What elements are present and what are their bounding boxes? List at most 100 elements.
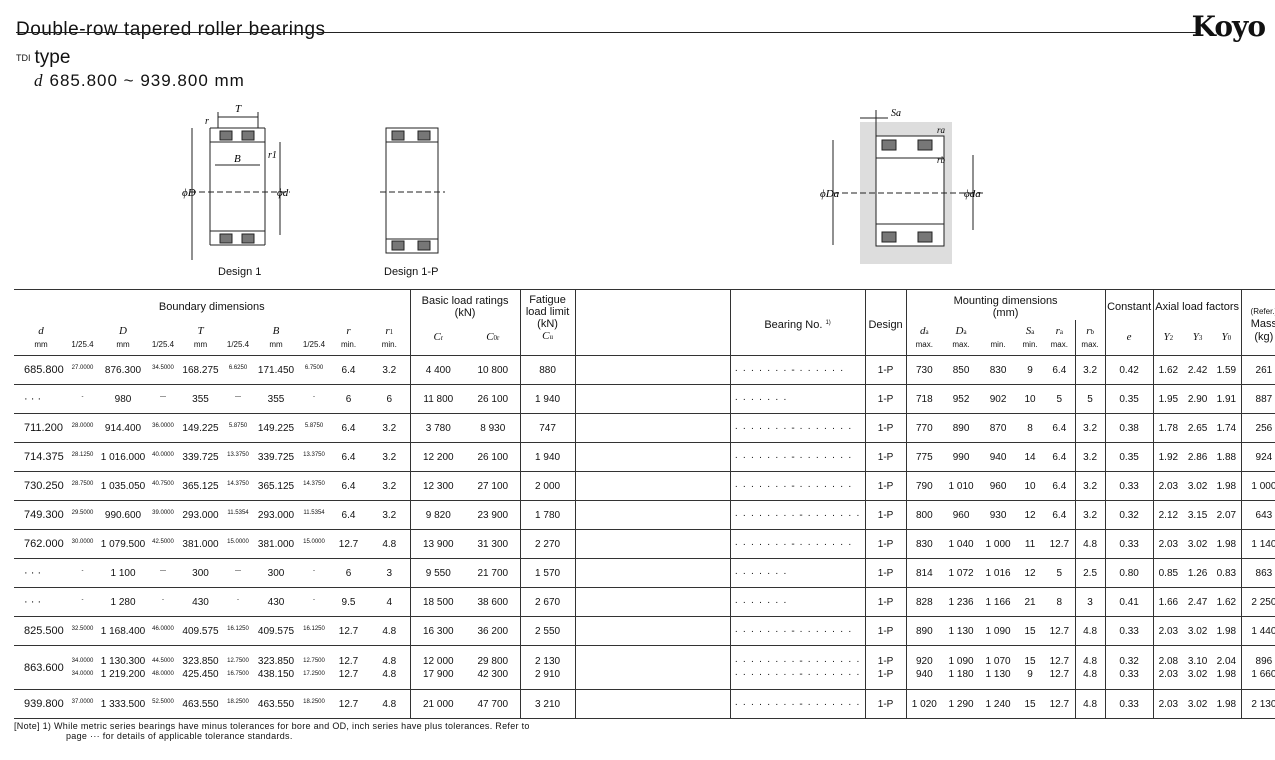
table-cell: 8 930 xyxy=(466,413,521,443)
sym-d: ϕd xyxy=(277,187,289,199)
table-cell-inch: — xyxy=(224,558,252,588)
table-cell: 3.2 xyxy=(1074,413,1106,443)
table-cell: 814 xyxy=(905,558,943,588)
table-cell: 1 016 xyxy=(980,558,1017,588)
table-cell: 27 100 xyxy=(466,471,521,501)
table-cell: 256 xyxy=(1240,413,1275,443)
table-cell: 0.32 xyxy=(1104,500,1154,530)
table-cell-bearing-no: · · · · · · · · - · · · · · · · ·· · · ·… xyxy=(729,645,866,690)
table-cell: 1 035.050 xyxy=(97,471,149,501)
table-cell: 13 900 xyxy=(409,529,467,559)
table-cell-bearing-no: · · · · · · · · - · · · · · · · · xyxy=(729,500,866,530)
table-cell: 409.575 xyxy=(177,616,224,646)
col-e: e xyxy=(1104,319,1154,356)
col-Y0: Y0 xyxy=(1221,331,1232,344)
table-cell-inch: — xyxy=(224,384,252,414)
table-cell: 1 079.500 xyxy=(97,529,149,559)
table-cell: 381.000 xyxy=(177,529,224,559)
table-cell: 10 800 xyxy=(466,355,521,385)
table-cell: 1.98 xyxy=(1212,529,1242,559)
table-cell: 463.550 xyxy=(177,689,224,719)
basic-load-header: Basic load ratings(kN) xyxy=(409,289,521,320)
table-cell-inch: 32.5000 xyxy=(68,616,97,646)
mass-label: Mass xyxy=(1250,318,1275,330)
table-cell: 4.8 xyxy=(1074,616,1106,646)
bearing-no-label: Bearing No. xyxy=(764,318,823,331)
table-cell: 9 820 xyxy=(409,500,467,530)
type-prefix: TDI xyxy=(16,53,31,63)
table-cell: 12.7 xyxy=(328,616,369,646)
table-cell: 863 xyxy=(1240,558,1275,588)
table-cell: 168.275 xyxy=(177,355,224,385)
table-cell: 4.8 xyxy=(1074,689,1106,719)
sym-ra: ra xyxy=(937,125,946,135)
table-cell: 2.03 xyxy=(1152,529,1184,559)
table-cell: 3.2 xyxy=(1074,471,1106,501)
table-cell: 1.66 xyxy=(1152,587,1184,617)
table-cell: 2.5 xyxy=(1074,558,1106,588)
design1-drawing: T r r1 B ϕD ϕd xyxy=(182,103,290,260)
table-cell: 1 780 xyxy=(519,500,576,530)
sym-r1: r1 xyxy=(268,150,277,161)
table-cell-d: · · · xyxy=(14,587,68,617)
table-cell-inch: - xyxy=(300,384,328,414)
table-cell: 890 xyxy=(942,413,981,443)
table-cell: 0.35 xyxy=(1104,442,1154,472)
table-cell: 2 250 xyxy=(1240,587,1275,617)
axial-header: Axial load factors xyxy=(1152,289,1242,320)
table-cell: 0.42 xyxy=(1104,355,1154,385)
table-cell: 6.4 xyxy=(328,471,369,501)
table-cell: 1.26 xyxy=(1183,558,1213,588)
table-cell-inch: 34.5000 xyxy=(149,355,177,385)
fatigue-unit: (kN) xyxy=(537,318,558,330)
table-cell-inch: - xyxy=(300,587,328,617)
table-cell: 960 xyxy=(980,471,1017,501)
table-cell: 355 xyxy=(252,384,300,414)
table-cell-inch: 39.0000 xyxy=(149,500,177,530)
table-cell: 952 xyxy=(942,384,981,414)
sym-r: r xyxy=(205,116,209,127)
table-cell: 6.4 xyxy=(328,442,369,472)
table-cell: 3 210 xyxy=(519,689,576,719)
table-cell: 1-P xyxy=(864,500,907,530)
table-cell: 940 xyxy=(980,442,1017,472)
table-cell: 12.7 xyxy=(328,689,369,719)
table-cell-inch: 5.8750 xyxy=(300,413,328,443)
table-cell: 21 700 xyxy=(466,558,521,588)
title-rule xyxy=(16,32,1198,33)
table-cell: 38 600 xyxy=(466,587,521,617)
table-cell: 31 300 xyxy=(466,529,521,559)
table-cell-inch: - xyxy=(68,384,97,414)
table-cell: 12 xyxy=(1016,500,1045,530)
table-cell: 2.65 xyxy=(1183,413,1213,443)
table-cell-d: 749.300 xyxy=(14,500,68,530)
table-cell: 21 000 xyxy=(409,689,467,719)
table-cell: 15 xyxy=(1016,689,1045,719)
table-cell: 6.4 xyxy=(1044,442,1076,472)
table-cell: 3.2 xyxy=(369,471,411,501)
table-cell: 3.2 xyxy=(1074,500,1106,530)
table-cell-d: 730.250 xyxy=(14,471,68,501)
table-cell: 5 xyxy=(1044,558,1076,588)
table-cell: 1.62 xyxy=(1152,355,1184,385)
table-cell: 10 xyxy=(1016,384,1045,414)
table-cell: 4.8 xyxy=(369,689,411,719)
table-cell-bearing-no: · · · · · · · - · · · · · · · xyxy=(729,471,866,501)
table-cell: 26 100 xyxy=(466,442,521,472)
table-cell: 365.125 xyxy=(177,471,224,501)
table-cell: 12.7 xyxy=(1044,689,1076,719)
mounting-label: Mounting dimensions xyxy=(953,294,1058,307)
table-cell: 1 166 xyxy=(980,587,1017,617)
